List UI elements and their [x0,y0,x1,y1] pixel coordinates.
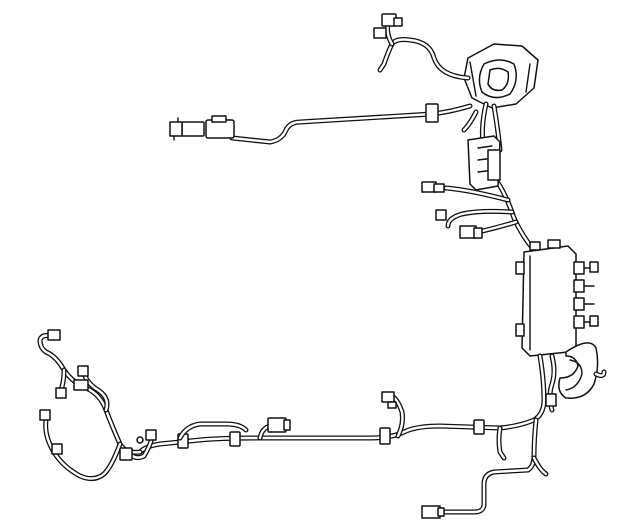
connector-lower-mid [381,391,397,409]
harness-branch-lower-mid [389,393,405,439]
harness-branch-top [377,21,471,81]
clip-upper [425,103,439,123]
connector-mid-a [421,181,445,193]
inline-connector-block [467,135,501,191]
connector-top [373,13,403,39]
harness-branch-upper-left [229,103,479,145]
harness-branch-left-loop [37,333,155,482]
connector-left-cluster [39,329,157,461]
connector-lower-center [267,417,291,433]
connector-upper-left [169,115,235,141]
bulkhead-grommet [463,43,539,109]
harness-trunk-lower [497,353,557,431]
connector-bottom [421,505,445,519]
harness-branch-bottom [437,417,549,515]
connector-mid-b [435,209,447,221]
junction-box [515,239,599,357]
connector-mid-c [459,225,483,239]
bracket-lower-right [558,342,607,399]
harness-branch-lower [137,423,507,461]
